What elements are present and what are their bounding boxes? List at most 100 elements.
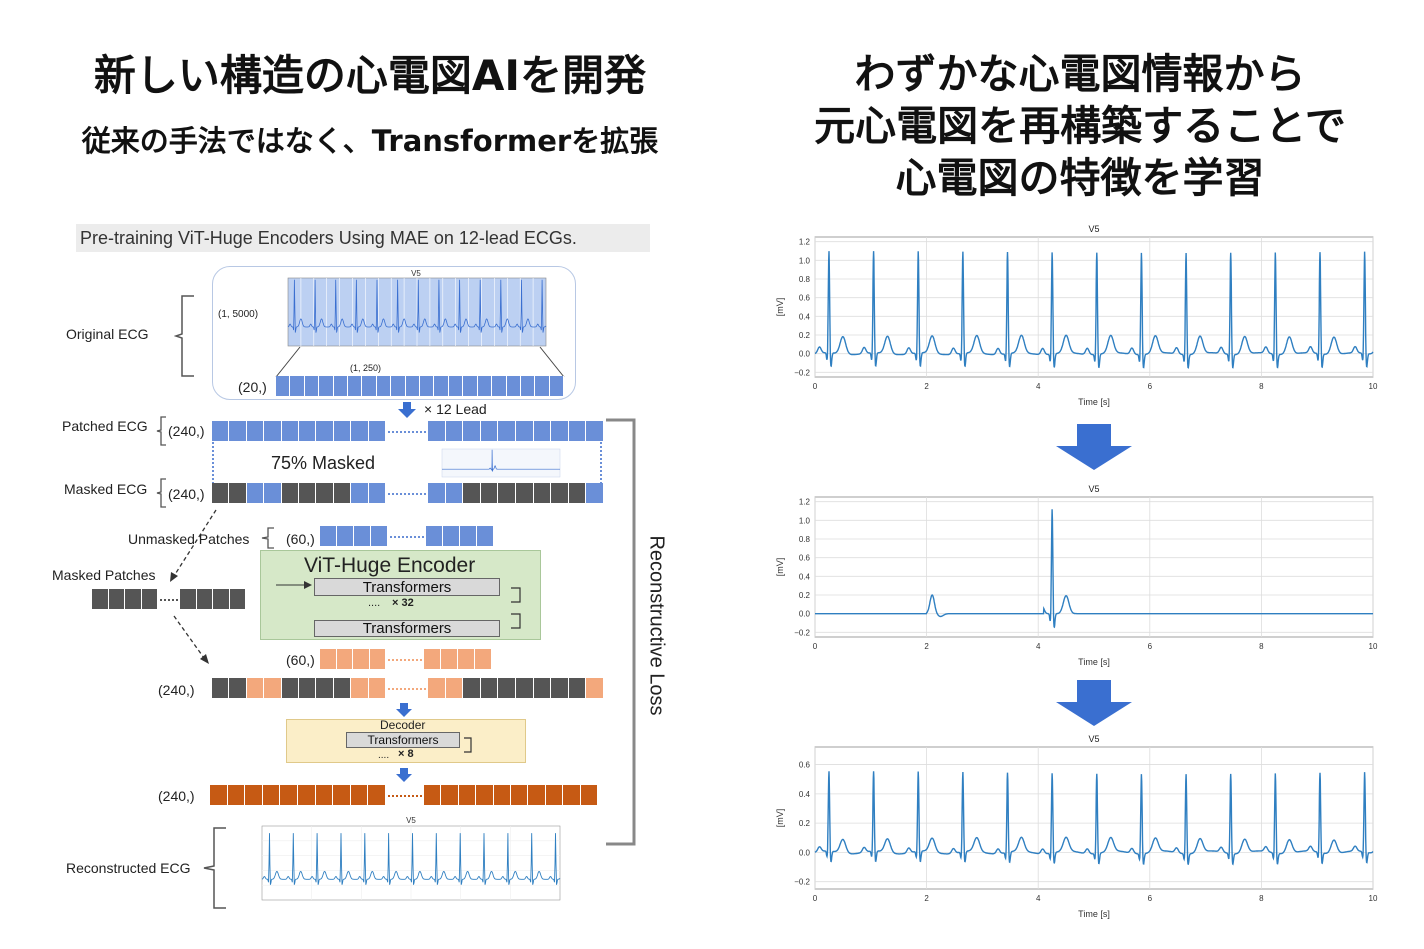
y-tick-label: 1.0	[799, 256, 811, 265]
y-tick-label: 0.4	[799, 312, 811, 321]
ecg-series-line	[814, 251, 1374, 369]
unmasked-dots	[390, 536, 424, 538]
unmasked-brace	[261, 527, 274, 549]
patch-cell	[368, 785, 386, 805]
lead-label: × 12 Lead	[424, 401, 487, 417]
patch-cell	[443, 526, 460, 546]
patch-cell	[493, 785, 512, 805]
encoder-input-arrow	[276, 581, 312, 589]
mask-frame	[212, 442, 602, 484]
patch-cell	[533, 678, 552, 698]
patch-cell	[426, 526, 443, 546]
arrow-down-icon	[1056, 680, 1132, 726]
patch-cell	[264, 678, 282, 698]
patch-cell	[405, 376, 421, 396]
decoder-times-8: × 8	[398, 748, 414, 760]
y-tick-label: 0.0	[799, 848, 811, 857]
x-tick-label: 2	[924, 382, 929, 391]
chart-title: V5	[1088, 224, 1099, 234]
unmasked-bar-left	[320, 526, 388, 546]
reconstructive-loss-bracket	[606, 418, 636, 846]
patch-cell	[551, 421, 569, 441]
y-tick-label: 1.0	[799, 516, 811, 525]
patch-cell	[477, 526, 494, 546]
x-tick-label: 4	[1036, 382, 1041, 391]
patch-cell	[498, 678, 516, 698]
patch-cell	[316, 421, 334, 441]
patch-cell	[551, 483, 569, 503]
zoom-lines	[275, 346, 565, 378]
patch-cell	[212, 483, 230, 503]
patch-cell	[320, 649, 337, 669]
mixed-bar-right	[428, 678, 604, 698]
y-tick-label: 0.4	[799, 572, 811, 581]
shape-1-250: (1, 250)	[350, 363, 382, 373]
y-tick-label: 0.6	[799, 554, 811, 563]
patch-cell	[498, 421, 516, 441]
plot-area	[814, 496, 1374, 638]
reconstructed-bar-right	[424, 785, 599, 805]
patch-cell	[297, 785, 316, 805]
patched-dots	[388, 431, 426, 433]
patch-cell	[580, 785, 599, 805]
patch-cell	[463, 421, 481, 441]
patch-cell	[492, 376, 507, 396]
patch-cell	[586, 483, 604, 503]
patch-cell	[463, 376, 478, 396]
x-tick-label: 6	[1148, 642, 1153, 651]
shape-20: (20,)	[238, 379, 267, 395]
right-title-line-1: わずかな心電図情報から	[854, 50, 1306, 98]
masked-bar-left	[212, 483, 387, 503]
encoded-bar-left	[320, 649, 386, 669]
y-tick-label: 1.2	[799, 238, 811, 247]
masked-dots	[388, 493, 426, 495]
reconstructed-dots	[388, 795, 422, 797]
patch-cell	[212, 421, 230, 441]
dashed-arrow-down	[173, 615, 209, 664]
x-tick-label: 10	[1369, 642, 1378, 651]
patch-cell	[424, 649, 441, 669]
patch-cell	[229, 421, 247, 441]
x-tick-label: 8	[1259, 642, 1264, 651]
patch-cell	[319, 376, 334, 396]
patched-bar-left	[212, 421, 387, 441]
encoder-title: ViT-Huge Encoder	[304, 554, 476, 577]
patch-cell	[369, 649, 386, 669]
right-title-line-3: 心電図の特徴を学習	[895, 154, 1265, 202]
patch-cell	[434, 376, 449, 396]
y-tick-label: 0.8	[799, 535, 811, 544]
encoder-times-32: × 32	[392, 597, 414, 609]
x-tick-label: 2	[924, 642, 929, 651]
x-tick-label: 6	[1148, 894, 1153, 903]
shape-240-patched: (240,)	[168, 423, 205, 439]
left-subtitle: 従来の手法ではなく、Transformerを拡張	[81, 124, 659, 158]
masked-patches-bar-right	[180, 589, 246, 609]
reconstructed-brace	[203, 827, 226, 909]
reconstructed-mini-chart: V5	[261, 816, 561, 901]
patch-cell	[210, 785, 228, 805]
patch-cell	[586, 421, 604, 441]
x-axis-label: Time [s]	[1078, 397, 1110, 407]
encoder-transformers-top: Transformers	[314, 578, 500, 596]
ecg-series-line	[814, 771, 1374, 866]
patch-cell	[351, 678, 369, 698]
patch-cell	[212, 678, 230, 698]
patch-cell	[213, 589, 230, 609]
patch-cell	[180, 589, 197, 609]
original-ecg-frame	[212, 266, 576, 400]
y-tick-label: 0.2	[799, 819, 811, 828]
patch-cell	[511, 785, 529, 805]
patch-cell	[506, 376, 521, 396]
patch-cell	[463, 678, 481, 698]
patch-cell	[368, 483, 387, 503]
patch-cell	[428, 678, 446, 698]
diagram-header: Pre-training ViT-Huge Encoders Using MAE…	[80, 228, 577, 248]
patch-cell	[445, 678, 464, 698]
patch-cell	[458, 785, 477, 805]
patched-bar-right	[428, 421, 604, 441]
patch-cell	[246, 678, 265, 698]
shape-240-reconstructed: (240,)	[158, 788, 195, 804]
patch-cell	[368, 421, 387, 441]
y-tick-label: 1.2	[799, 498, 811, 507]
